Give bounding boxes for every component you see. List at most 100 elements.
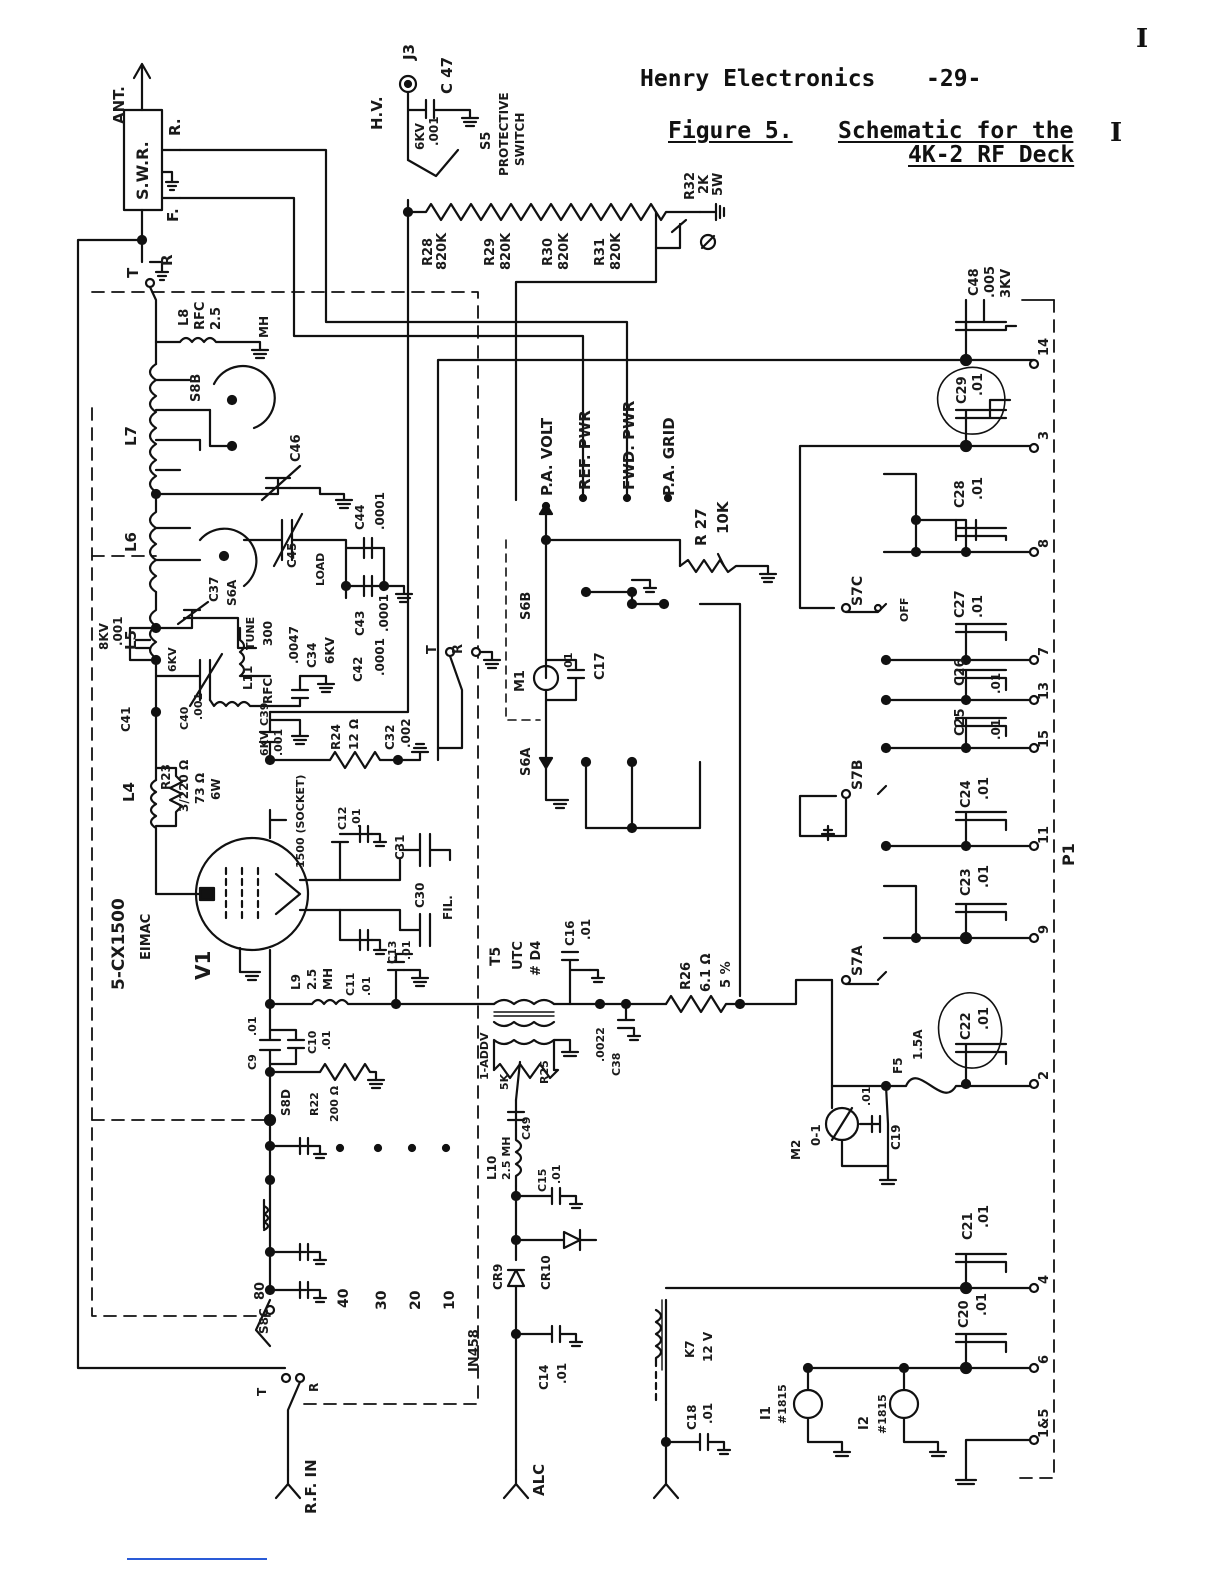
label-c39-kv: 6KV bbox=[258, 731, 271, 756]
label-c11: C11 bbox=[344, 973, 357, 996]
label-c17: C17 bbox=[593, 652, 608, 680]
label-c28-v: .01 bbox=[971, 477, 986, 500]
label-c20-v: .01 bbox=[975, 1293, 990, 1316]
label-pa-grid: P.A. GRID bbox=[660, 417, 678, 496]
label-c14-v: .01 bbox=[555, 1363, 569, 1384]
label-r28: R28 bbox=[421, 238, 436, 266]
label-in458: IN458 bbox=[467, 1329, 482, 1372]
label-f5: F5 bbox=[891, 1057, 905, 1074]
label-c23: C23 bbox=[959, 868, 974, 896]
label-c19-v: .01 bbox=[860, 1087, 873, 1107]
label-r27: R 27 bbox=[692, 508, 710, 546]
label-r24: R24 bbox=[329, 724, 343, 750]
label-c48-v: .005 bbox=[983, 266, 998, 298]
label-i1: I1 bbox=[759, 1406, 774, 1420]
label-l8: L8 bbox=[177, 309, 192, 326]
label-l8-rfc: RFC bbox=[193, 302, 208, 330]
transformer-t5 bbox=[492, 998, 556, 1028]
label-c47-rating: 6KV bbox=[413, 122, 427, 150]
label-c30: C30 bbox=[413, 882, 427, 908]
label-c38: C38 bbox=[610, 1053, 623, 1076]
label-r26: R26 bbox=[679, 962, 694, 990]
label-r26-v: 6.1 Ω bbox=[699, 953, 714, 992]
label-c34-kv: 6KV bbox=[323, 636, 337, 664]
label-socket: 1500 (SOCKET) bbox=[294, 775, 307, 868]
label-r-mid: R bbox=[451, 644, 466, 654]
label-c12: C12 bbox=[336, 807, 349, 830]
label-r31: R31 bbox=[593, 238, 608, 266]
label-s6a: S6A bbox=[225, 579, 239, 606]
label-rfc: RFC bbox=[261, 678, 275, 704]
coil-l7 bbox=[148, 362, 158, 496]
label-r32-v: 2K bbox=[697, 174, 712, 194]
label-s8c: S8C bbox=[257, 1308, 271, 1334]
label-k7-v: 12 V bbox=[701, 1331, 715, 1362]
label-l8-mh: MH bbox=[257, 316, 271, 338]
label-l4: L4 bbox=[120, 782, 138, 802]
label-c47: C 47 bbox=[438, 57, 456, 94]
label-hv: H.V. bbox=[368, 96, 386, 130]
label-r32-w: 5W bbox=[711, 173, 726, 196]
label-fil: FIL. bbox=[441, 895, 455, 920]
label-s5: S5 bbox=[479, 132, 494, 150]
label-pin2: 2 bbox=[1037, 1071, 1052, 1080]
label-c12-v: .01 bbox=[350, 809, 363, 829]
label-c32-v: .002 bbox=[399, 718, 413, 748]
label-tune: TUNE bbox=[244, 617, 257, 650]
label-cr9: CR9 bbox=[491, 1264, 505, 1290]
label-f5-v: 1.5A bbox=[911, 1029, 925, 1060]
label-s7a: S7A bbox=[850, 945, 866, 976]
label-ref-pwr: REF. PWR bbox=[576, 410, 594, 490]
label-c21-v: .01 bbox=[977, 1205, 992, 1228]
label-rf-in: R.F. IN bbox=[302, 1459, 320, 1514]
label-r-bottom: R bbox=[307, 1383, 321, 1392]
label-l9-mh: MH bbox=[321, 968, 335, 990]
label-t5-no: # D4 bbox=[529, 941, 544, 976]
label-s7c-off: OFF bbox=[898, 598, 911, 622]
label-r-relay: R bbox=[158, 254, 176, 266]
label-l11: L11 bbox=[241, 666, 255, 690]
label-pin1-5: 1&5 bbox=[1037, 1409, 1052, 1438]
label-c39: C39 bbox=[258, 703, 271, 726]
label-c21: C21 bbox=[961, 1212, 976, 1240]
figure-title-line1: Schematic for the bbox=[838, 118, 1074, 144]
label-m1: M1 bbox=[513, 670, 528, 692]
label-r27-v: 10K bbox=[714, 500, 732, 534]
label-band40: 40 bbox=[336, 1288, 352, 1308]
label-c46: C46 bbox=[289, 434, 304, 462]
label-c22-v: .01 bbox=[977, 1007, 992, 1030]
label-r25-v: 5K bbox=[498, 1073, 511, 1090]
label-s5-desc2: SWITCH bbox=[513, 113, 527, 166]
label-pin15: 15 bbox=[1037, 730, 1052, 748]
label-pa-volt: P.A. VOLT bbox=[538, 417, 556, 496]
label-swr: S.W.R. bbox=[133, 141, 152, 200]
label-c48-kv: 3KV bbox=[999, 269, 1014, 298]
label-pin14: 14 bbox=[1037, 338, 1052, 356]
label-c32: C32 bbox=[383, 724, 397, 750]
label-c29: C29 bbox=[955, 376, 970, 404]
label-c25-v: .01 bbox=[989, 719, 1003, 740]
label-c48: C48 bbox=[967, 268, 982, 296]
tube-v1 bbox=[194, 836, 310, 952]
bottom-rule bbox=[127, 1558, 267, 1560]
label-c20: C20 bbox=[957, 1300, 972, 1328]
label-l9-v: 2.5 bbox=[305, 969, 319, 990]
label-pin11: 11 bbox=[1037, 826, 1052, 844]
label-r26-tol: 5 % bbox=[719, 961, 734, 988]
label-r-top: R. bbox=[166, 118, 184, 136]
label-c23-v: .01 bbox=[977, 865, 992, 888]
label-l5: L5 bbox=[122, 630, 140, 650]
label-pin4: 4 bbox=[1037, 1275, 1052, 1284]
label-t-bottom: T bbox=[255, 1387, 269, 1396]
label-ant: ANT. bbox=[110, 86, 128, 124]
label-c42-v: .0001 bbox=[373, 638, 387, 676]
label-c15: C15 bbox=[536, 1169, 549, 1192]
label-r29-v: 820K bbox=[499, 232, 514, 270]
label-r30-v: 820K bbox=[557, 232, 572, 270]
label-s7c: S7C bbox=[850, 576, 866, 606]
label-c27-v: .01 bbox=[971, 595, 986, 618]
label-c22: C22 bbox=[959, 1012, 974, 1040]
label-l8-v: 2.5 bbox=[209, 307, 224, 330]
antenna-symbol bbox=[132, 62, 152, 112]
